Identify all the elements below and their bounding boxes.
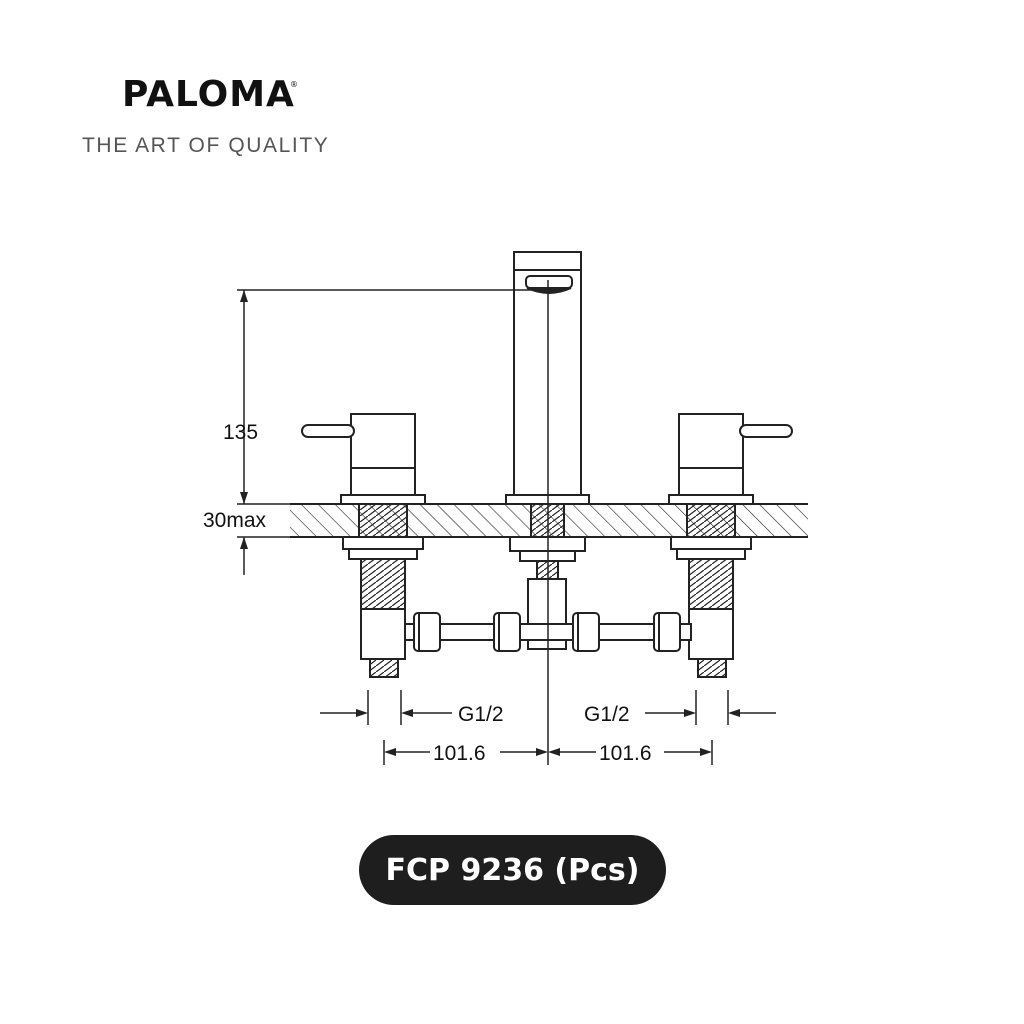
dimension-labels: 135 30max G1/2 G1/2 101.6 101.6 (203, 421, 652, 765)
dimension-arrows (240, 290, 740, 756)
deck-thickness-dimension: 30max (203, 509, 267, 532)
right-valve (668, 413, 793, 678)
brand-logo: PALOMA (122, 74, 295, 115)
left-spacing-dimension: 101.6 (433, 742, 486, 765)
right-spacing-dimension: 101.6 (599, 742, 652, 765)
model-badge: FCP 9236 (Pcs) (359, 835, 666, 905)
model-label: FCP 9236 (Pcs) (385, 852, 640, 888)
left-inlet-size: G1/2 (458, 703, 504, 726)
brand-tagline: THE ART OF QUALITY (82, 134, 330, 157)
left-valve (301, 413, 426, 678)
right-inlet-size: G1/2 (584, 703, 630, 726)
registered-mark: ® (290, 80, 298, 89)
height-dimension: 135 (223, 421, 258, 444)
